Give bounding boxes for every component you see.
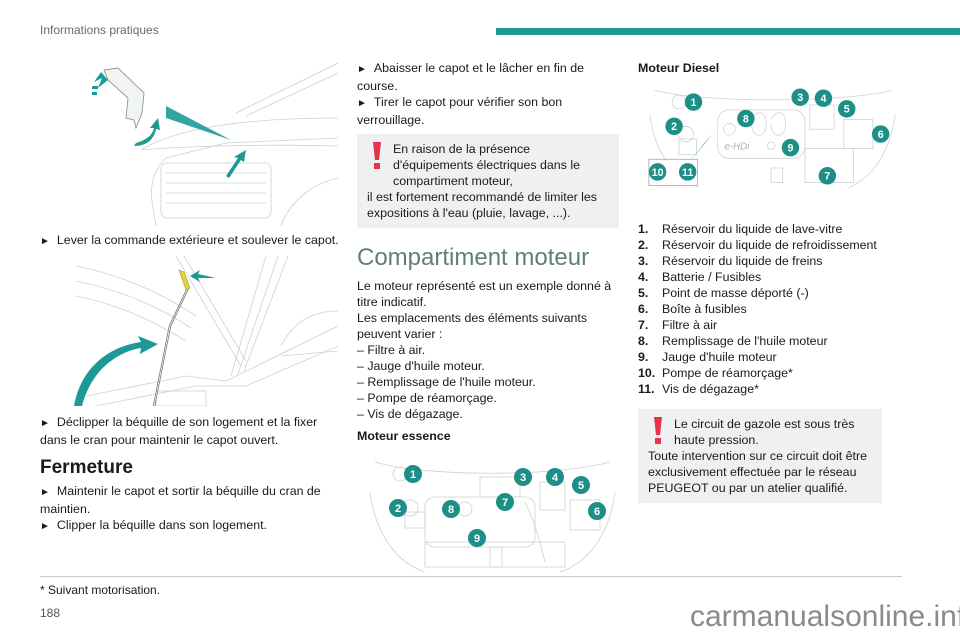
warning-exclamation-icon xyxy=(373,142,381,169)
running-header-title: Informations pratiques xyxy=(40,23,159,37)
variable-item: – Filtre à air. xyxy=(357,343,426,357)
step-lower-hood: Abaisser le capot et le lâcher en fin de… xyxy=(357,60,619,94)
warning-text-lead: Le circuit de gazole est sous très haute… xyxy=(674,417,855,447)
diesel-badge-9: 9 xyxy=(781,138,800,157)
watermark: carmanualsonline.info xyxy=(690,600,960,633)
page-number: 188 xyxy=(40,606,61,620)
svg-text:4: 4 xyxy=(820,93,826,105)
right-column: Moteur Diesel e-HDi xyxy=(638,60,902,503)
svg-text:3: 3 xyxy=(520,472,526,484)
hood-release-illustration xyxy=(66,58,340,226)
svg-text:8: 8 xyxy=(743,113,749,125)
petrol-badge-9: 9 xyxy=(468,529,486,547)
legend-item: 5.Point de masse déporté (-) xyxy=(638,286,809,300)
step-clip-prop: Clipper la béquille dans son logement. xyxy=(40,517,340,535)
svg-text:8: 8 xyxy=(448,504,454,516)
left-column: Lever la commande extérieure et soulever… xyxy=(40,58,340,535)
middle-column: Abaisser le capot et le lâcher en fin de… xyxy=(357,60,619,572)
moteur-essence-heading: Moteur essence xyxy=(357,429,451,443)
footnote: * Suivant motorisation. xyxy=(40,583,161,597)
svg-text:4: 4 xyxy=(552,472,559,484)
legend-item: 11.Vis de dégazage* xyxy=(638,382,759,396)
legend-item: 1.Réservoir du liquide de lave-vitre xyxy=(638,222,843,236)
petrol-badge-4: 4 xyxy=(546,468,564,486)
diesel-pressure-warning: Le circuit de gazole est sous très haute… xyxy=(638,409,882,503)
svg-text:5: 5 xyxy=(578,480,584,492)
variable-item: – Remplissage de l'huile moteur. xyxy=(357,375,536,389)
petrol-badge-1: 1 xyxy=(404,465,422,483)
legend-item: 2.Réservoir du liquide de refroidissemen… xyxy=(638,238,877,252)
legend-item: 9.Jauge d'huile moteur xyxy=(638,350,777,364)
legend-item: 7.Filtre à air xyxy=(638,318,718,332)
legend-item: 8.Remplissage de l'huile moteur xyxy=(638,334,828,348)
diesel-engine-diagram: e-HDi 1 2 3 4 5 6 7 8 9 10 11 xyxy=(645,84,902,189)
e-hdi-logo: e-HDi xyxy=(725,142,751,153)
diesel-badge-8: 8 xyxy=(737,109,755,128)
petrol-badge-8: 8 xyxy=(442,500,460,518)
petrol-engine-diagram: 1 2 3 4 5 6 7 8 9 xyxy=(365,452,619,572)
compartiment-moteur-heading: Compartiment moteur xyxy=(357,244,590,271)
warning-text-rest: Toute intervention sur ce circuit doit ê… xyxy=(648,449,868,495)
warning-exclamation-icon xyxy=(654,417,662,444)
svg-text:1: 1 xyxy=(410,469,416,481)
svg-text:1: 1 xyxy=(691,97,697,109)
moteur-diesel-heading: Moteur Diesel xyxy=(638,61,720,75)
legend-item: 4.Batterie / Fusibles xyxy=(638,270,762,284)
warning-text-rest: il est fortement recommandé de limiter l… xyxy=(367,190,598,220)
diesel-badge-6: 6 xyxy=(871,125,890,143)
step-lever-hood: Lever la commande extérieure et soulever… xyxy=(40,232,340,250)
petrol-badge-2: 2 xyxy=(389,499,407,517)
diesel-badge-7: 7 xyxy=(818,167,837,185)
svg-text:6: 6 xyxy=(878,129,884,141)
svg-text:6: 6 xyxy=(594,506,600,518)
variable-item: – Pompe de réamorçage. xyxy=(357,391,497,405)
svg-text:2: 2 xyxy=(671,121,677,133)
warning-text-lead: En raison de la présence d'équipements é… xyxy=(393,142,580,188)
diesel-badge-10: 10 xyxy=(648,163,667,181)
svg-text:7: 7 xyxy=(502,497,508,509)
svg-text:7: 7 xyxy=(824,171,830,183)
step-unclip-prop: Déclipper la béquille de son logement et… xyxy=(40,414,340,448)
variable-item: – Vis de dégazage. xyxy=(357,407,463,421)
petrol-badge-6: 6 xyxy=(588,502,606,520)
svg-text:9: 9 xyxy=(474,533,480,545)
diesel-badge-1: 1 xyxy=(684,93,703,111)
petrol-badge-3: 3 xyxy=(514,468,532,486)
header-accent-bar xyxy=(496,28,960,35)
svg-text:3: 3 xyxy=(797,92,803,104)
legend-item: 10.Pompe de réamorçage* xyxy=(638,366,793,380)
petrol-badge-7: 7 xyxy=(496,493,514,511)
svg-text:9: 9 xyxy=(788,143,794,155)
diesel-badge-3: 3 xyxy=(791,88,809,106)
diesel-badge-4: 4 xyxy=(814,89,833,107)
svg-text:5: 5 xyxy=(844,104,850,116)
legend-item: 3.Réservoir du liquide de freins xyxy=(638,254,823,268)
water-exposure-warning: En raison de la présence d'équipements é… xyxy=(357,134,619,228)
diesel-badge-11: 11 xyxy=(678,163,697,181)
svg-text:10: 10 xyxy=(652,167,664,179)
engine-intro-example: Le moteur représenté est un exemple donn… xyxy=(357,279,612,309)
step-hold-hood: Maintenir le capot et sortir la béquille… xyxy=(40,483,340,517)
fermeture-heading: Fermeture xyxy=(40,457,133,478)
diesel-badge-5: 5 xyxy=(837,100,856,118)
variable-item: – Jauge d'huile moteur. xyxy=(357,359,485,373)
legend-item: 6.Boîte à fusibles xyxy=(638,302,747,316)
footnote-divider xyxy=(40,576,902,577)
component-legend: 1.Réservoir du liquide de lave-vitre 2.R… xyxy=(638,221,902,397)
petrol-badge-5: 5 xyxy=(572,476,590,494)
hood-prop-rod-illustration xyxy=(66,256,340,406)
engine-intro-variable: Les emplacements des éléments suivants p… xyxy=(357,311,588,341)
svg-text:11: 11 xyxy=(682,167,693,179)
diesel-badge-2: 2 xyxy=(665,117,683,136)
svg-text:2: 2 xyxy=(395,503,401,515)
step-pull-hood: Tirer le capot pour vérifier son bon ver… xyxy=(357,94,619,128)
